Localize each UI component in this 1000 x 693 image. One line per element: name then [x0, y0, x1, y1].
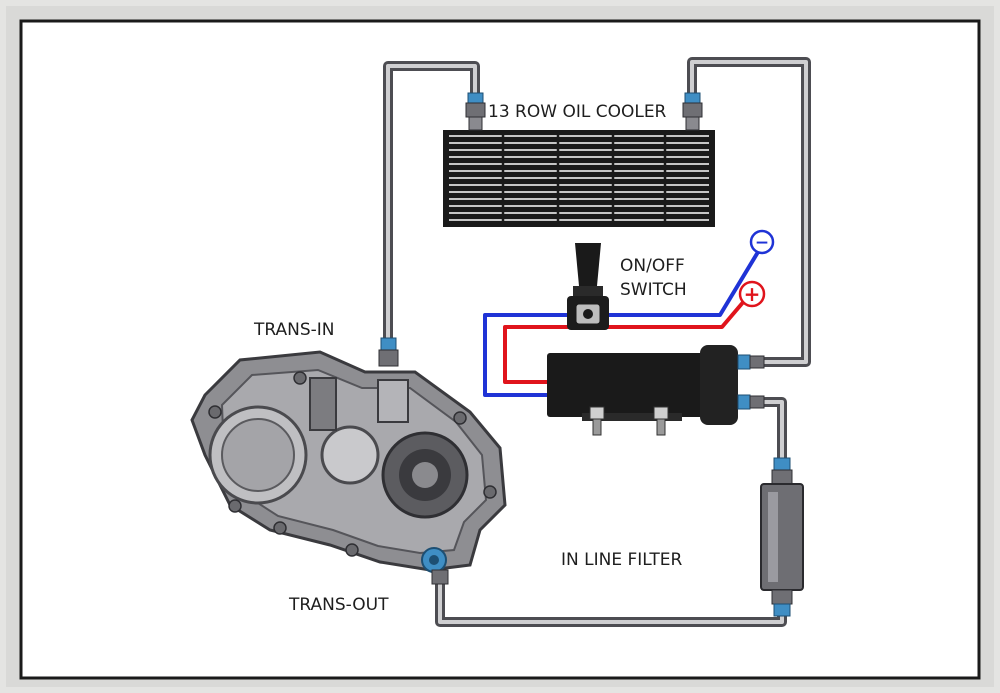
positive-terminal: +	[738, 280, 766, 308]
inline-filter-label: IN LINE FILTER	[561, 550, 683, 570]
transfer-case	[190, 337, 507, 585]
oil-cooler	[443, 92, 715, 227]
filter-housing	[547, 345, 765, 436]
negative-terminal: −	[749, 229, 775, 255]
trans-out-fitting	[421, 547, 449, 585]
trans-in-label: TRANS-IN	[253, 320, 335, 340]
inline-filter	[760, 457, 804, 617]
oil-cooler-label: 13 ROW OIL COOLER	[488, 102, 667, 122]
hose-cooler-to-filter-housing	[687, 57, 811, 367]
trans-in-fitting	[378, 337, 399, 367]
wires	[483, 250, 760, 397]
switch-label-line2: SWITCH	[620, 280, 687, 300]
cooler-right-fitting	[682, 92, 703, 131]
positive-terminal-sign: +	[744, 282, 761, 306]
hose-housing-to-inline-filter	[760, 397, 787, 475]
negative-wire	[483, 250, 760, 397]
hose-trans-in-to-cooler	[383, 61, 480, 347]
negative-terminal-sign: −	[755, 233, 769, 253]
positive-wire	[503, 298, 747, 384]
mount-bolt-left	[589, 406, 605, 436]
on-off-switch	[567, 243, 609, 330]
cooler-left-fitting	[465, 92, 486, 131]
mount-bolt-right	[653, 406, 669, 436]
trans-out-label: TRANS-OUT	[288, 595, 389, 615]
switch-label-line1: ON/OFF	[620, 256, 685, 276]
